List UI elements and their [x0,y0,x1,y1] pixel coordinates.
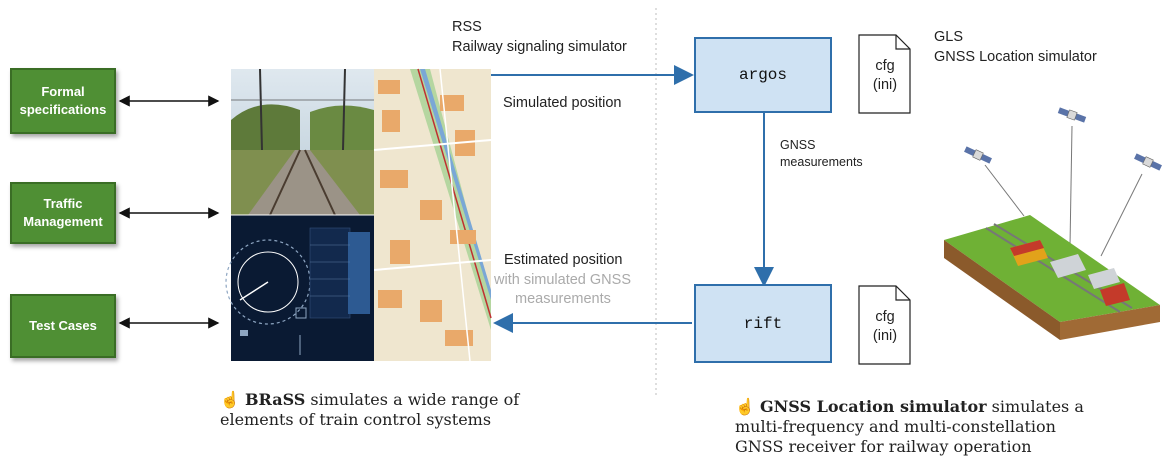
cfg-label: cfg [875,58,895,74]
gls-name-bold: GNSS Location simulator [760,397,987,416]
box-label-line1: Traffic [43,196,83,212]
gls-description: GNSS Location simulator [934,49,1097,65]
gls-title: GLS GNSS Location simulator [934,27,1097,67]
box-label-line2: specifications [19,102,107,117]
argos-config-file[interactable]: cfg (ini) [859,35,911,111]
gnss-meas-line1: GNSS [780,138,816,152]
caption-text: GNSS receiver for railway operation [735,437,1032,456]
document-icon [858,285,911,365]
rss-description: Railway signaling simulator [452,39,627,55]
rift-config-file[interactable]: cfg (ini) [859,286,911,362]
ini-label: (ini) [872,328,898,344]
rss-title: RSS Railway signaling simulator [452,17,627,57]
brass-screenshot [225,68,492,362]
gnss-note-line2: measurements [515,291,611,307]
document-icon [858,34,911,114]
gnss-meas-line2: measurements [780,155,863,169]
test-cases-box[interactable]: Test Cases [10,294,116,358]
satellite-icon [1134,153,1162,171]
caption-text: simulates a [986,397,1084,416]
caption-text: multi-frequency and multi-constellation [735,417,1056,436]
pointing-hand-icon: ☝ [735,397,755,416]
ini-label: (ini) [872,77,898,93]
pointing-hand-icon: ☝ [220,390,240,409]
argos-component[interactable]: argos [694,37,832,113]
gnss-caption: ☝ GNSS Location simulator simulates a mu… [735,397,1084,457]
rift-component[interactable]: rift [694,284,832,363]
box-label-line2: Management [23,214,103,229]
satellite-icon [1057,107,1087,123]
gnss-measurements-label: GNSS measurements [780,137,863,171]
cfg-label: cfg [875,309,895,325]
box-label-line1: Formal [41,84,85,100]
satellite-icon [964,146,992,164]
simulated-position-label: Simulated position [503,95,622,111]
gnss-note-line1: with simulated GNSS [494,272,631,288]
formal-specifications-box[interactable]: Formal specifications [10,68,116,134]
train-icon [944,215,1160,340]
caption-text: elements of train control systems [220,410,492,429]
estimated-position-label: Estimated position [504,252,623,268]
rss-name: RSS [452,19,482,35]
box-label: Test Cases [29,318,97,334]
brass-caption: ☝ BRaSS simulates a wide range of elemen… [220,390,519,430]
gls-name: GLS [934,29,964,45]
caption-text: simulates a wide range of [305,390,520,409]
brass-name: BRaSS [245,390,306,409]
